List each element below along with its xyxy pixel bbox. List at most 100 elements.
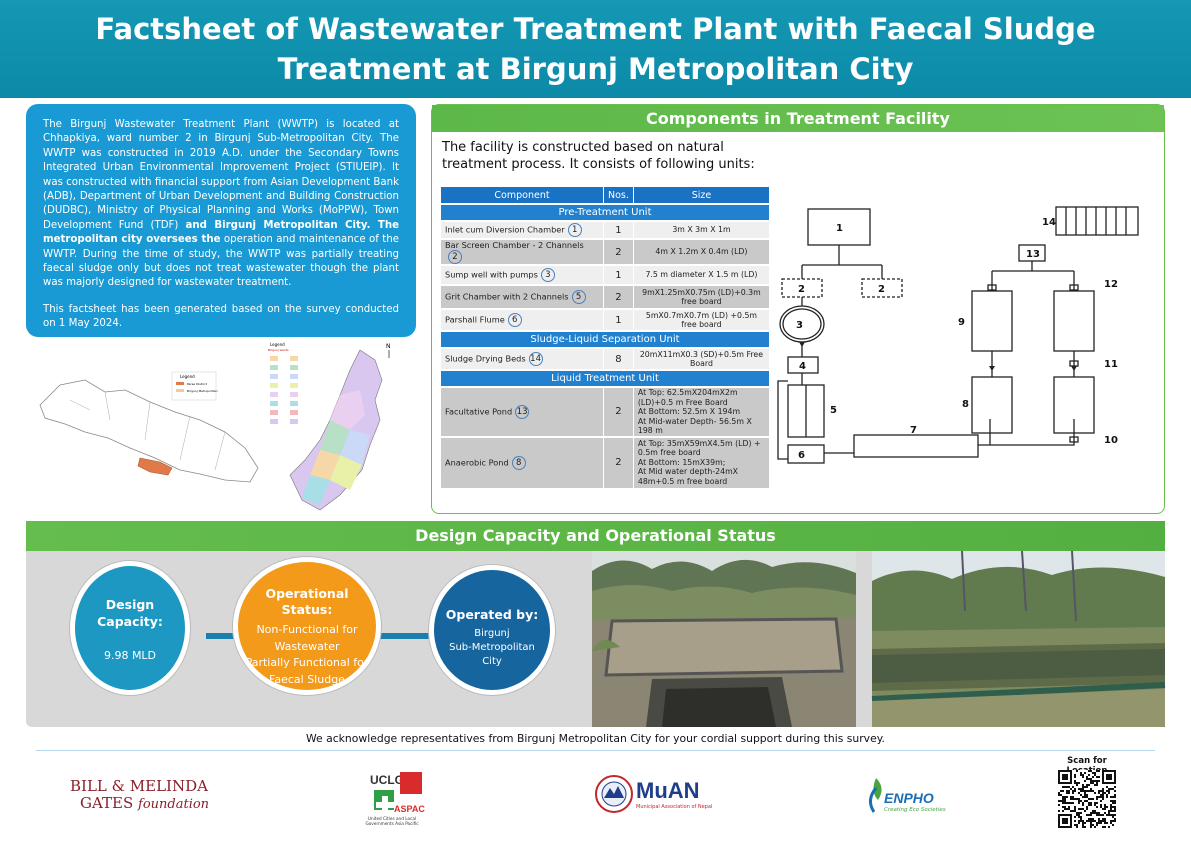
diagram-label: 6 bbox=[798, 450, 805, 461]
cell-size: 4m X 1.2m X 0.4m (LD) bbox=[633, 240, 769, 264]
component-name: Parshall Flume bbox=[445, 314, 505, 325]
component-name: Grit Chamber with 2 Channels bbox=[445, 291, 569, 302]
operator-line: City bbox=[482, 656, 502, 667]
ward-legend-swatch bbox=[270, 383, 278, 388]
status-line: Wastewater bbox=[274, 639, 340, 653]
ward-legend-swatch bbox=[290, 365, 298, 370]
ward-legend-swatch bbox=[290, 410, 298, 415]
gates-word: GATES bbox=[80, 794, 134, 812]
uclg-text: UCLG bbox=[370, 773, 404, 787]
design-capacity-circle: Design Capacity: 9.98 MLD bbox=[70, 561, 190, 695]
operator-circle: Operated by: Birgunj Sub-Metropolitan Ci… bbox=[429, 565, 555, 695]
ward-legend-swatch bbox=[290, 356, 298, 361]
section-title: Liquid Treatment Unit bbox=[441, 371, 769, 386]
ward-legend-swatch bbox=[270, 365, 278, 370]
muan-seal-icon bbox=[595, 775, 633, 813]
cell-size: 20mX11mX0.3 (SD)+0.5m Free Board bbox=[633, 349, 769, 369]
diagram-label: 9 bbox=[958, 317, 965, 328]
enpho-logo-text: ENPHO bbox=[884, 790, 934, 806]
intro-box: The Birgunj Wastewater Treatment Plant (… bbox=[26, 104, 416, 337]
diagram-number-badge: 13 bbox=[515, 404, 530, 419]
diagram-number-badge: 1 bbox=[567, 223, 582, 237]
enpho-leaf-icon bbox=[869, 778, 882, 813]
ward-legend-swatch bbox=[270, 401, 278, 406]
cell-size: 3m X 3m X 1m bbox=[633, 222, 769, 238]
cell-nos: 2 bbox=[604, 388, 633, 436]
status-line: Faecal Sludge bbox=[269, 672, 345, 686]
enpho-logo-sub: Creating Eco Societies bbox=[884, 807, 946, 813]
location-qr-code[interactable] bbox=[1058, 770, 1116, 828]
ward-legend-swatch bbox=[270, 419, 278, 424]
aspac-text: ASPAC bbox=[394, 804, 425, 814]
capacity-title-l1: Design bbox=[105, 597, 155, 612]
cell-nos: 1 bbox=[604, 222, 633, 238]
diagram-label: 1 bbox=[836, 223, 843, 234]
size-line: At Top: 35mX59mX4.5m (LD) + 0.5m free bo… bbox=[637, 438, 761, 458]
gates-logo-l1: BILL & MELINDA bbox=[70, 777, 208, 795]
operational-status-circle: Operational Status: Non-Functional for W… bbox=[233, 557, 381, 695]
section-title: Sludge-Liquid Separation Unit bbox=[441, 332, 769, 347]
diagram-label: 12 bbox=[1104, 279, 1118, 290]
cell-size: 9mX1.25mX0.75m (LD)+0.3m free board bbox=[633, 286, 769, 308]
table-section-row: Sludge-Liquid Separation Unit bbox=[441, 332, 769, 347]
operator-text: Birgunj Sub-Metropolitan City bbox=[434, 627, 550, 669]
size-line: At Bottom: 52.5m X 194m bbox=[637, 407, 741, 416]
diagram-label: 11 bbox=[1104, 359, 1118, 370]
diagram-number-badge: 14 bbox=[528, 352, 543, 366]
diagram-label: 5 bbox=[830, 405, 837, 416]
diagram-label: 3 bbox=[796, 320, 803, 331]
cell-nos: 1 bbox=[604, 310, 633, 330]
diagram-number-badge: 8 bbox=[511, 455, 526, 470]
diagram-label: 8 bbox=[962, 399, 969, 410]
site-photo-ponds bbox=[871, 550, 1166, 727]
size-line: At Mid water depth-24mX 48m+0.5 m free b… bbox=[637, 467, 739, 486]
status-line: Partially Functional for bbox=[245, 656, 369, 669]
cell-nos: 2 bbox=[604, 437, 633, 488]
status-title-l2: Status: bbox=[281, 602, 333, 617]
diagram-label: 7 bbox=[910, 425, 917, 436]
cell-nos: 8 bbox=[604, 349, 633, 369]
birgunj-ward-map: Legend Birgunj wards N bbox=[266, 340, 391, 511]
table-header-row: Component Nos. Size bbox=[441, 187, 769, 203]
muan-logo-text: MuAN bbox=[636, 778, 700, 803]
design-heading: Design Capacity and Operational Status bbox=[26, 521, 1165, 551]
components-heading: Components in Treatment Facility bbox=[432, 105, 1164, 132]
component-name: Sludge Drying Beds bbox=[445, 353, 526, 364]
ward-legend-swatch bbox=[290, 392, 298, 397]
ward-legend-swatch bbox=[270, 392, 278, 397]
col-component: Component bbox=[441, 187, 603, 203]
diagram-number-badge: 2 bbox=[448, 250, 462, 264]
cell-size: 5mX0.7mX0.7m (LD) +0.5m free board bbox=[633, 310, 769, 330]
component-name: Facultative Pond bbox=[445, 406, 513, 417]
size-line: At Mid-water Depth- 56.5m X 198 m bbox=[637, 416, 752, 436]
cell-size: At Top: 62.5mX204mX2m (LD)+0.5 m Free Bo… bbox=[633, 388, 769, 436]
ward-legend-title: Legend bbox=[270, 342, 285, 347]
cell-size: At Top: 35mX59mX4.5m (LD) + 0.5m free bo… bbox=[633, 437, 769, 488]
diagram-number-badge: 6 bbox=[507, 313, 522, 327]
location-maps: Legend Parsa District Birgunj Metropolit… bbox=[39, 340, 391, 511]
operator-line: Sub-Metropolitan bbox=[449, 642, 535, 653]
status-line: Non-Functional for bbox=[256, 623, 358, 636]
operator-line: Birgunj bbox=[474, 628, 510, 639]
site-photo-drying-beds bbox=[592, 551, 856, 727]
cell-component: Bar Screen Chamber - 2 Channels2 bbox=[441, 240, 603, 264]
uclg-aspac-logo: UCLG ASPAC bbox=[368, 770, 425, 814]
gates-foundation-logo: BILL & MELINDA GATES foundation bbox=[70, 778, 209, 813]
status-title-l1: Operational bbox=[265, 586, 349, 601]
acknowledgement: We acknowledge representatives from Birg… bbox=[306, 732, 885, 745]
status-text: Non-Functional for Wastewater Partially … bbox=[238, 622, 376, 688]
cell-size: 7.5 m diameter X 1.5 m (LD) bbox=[633, 266, 769, 284]
